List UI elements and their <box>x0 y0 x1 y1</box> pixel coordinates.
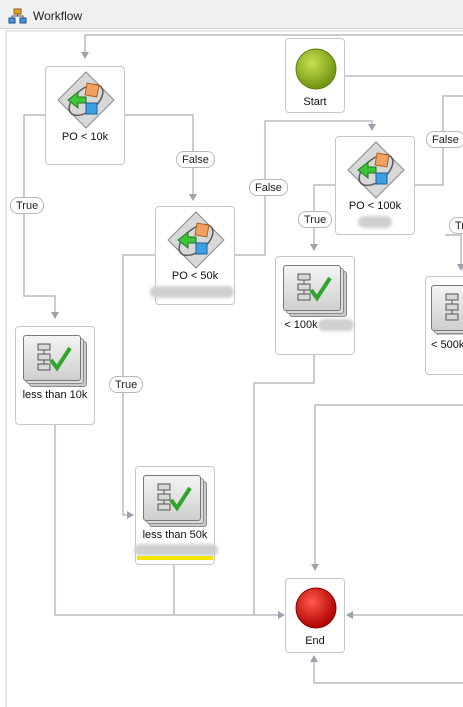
end-label: End <box>305 635 325 647</box>
edge-label-true[interactable]: True <box>109 376 144 393</box>
start-node[interactable]: Start <box>285 38 345 113</box>
decision-po-100k-label: PO < 100k <box>348 200 402 212</box>
activity-less-than-500k[interactable]: < 500k <box>425 276 463 375</box>
activity-less-than-10k-label: less than 10k <box>22 389 88 401</box>
selection-highlight <box>137 556 213 560</box>
end-icon <box>295 587 337 629</box>
canvas-border-left <box>5 30 7 707</box>
decision-po-10k[interactable]: PO < 10k <box>45 66 125 165</box>
window-title: Workflow <box>33 9 83 23</box>
activity-icon <box>431 285 463 335</box>
activity-less-than-100k-label: < 100k <box>284 319 318 331</box>
redacted-text <box>134 544 218 556</box>
activity-icon <box>143 475 207 527</box>
decision-icon <box>347 141 405 199</box>
edge-label-false[interactable]: False <box>176 151 215 168</box>
activity-less-than-50k[interactable]: less than 50k <box>134 466 218 565</box>
activity-icon <box>283 265 347 317</box>
redacted-text <box>318 319 354 331</box>
activity-less-than-50k-label: less than 50k <box>142 529 208 541</box>
end-node[interactable]: End <box>285 578 345 653</box>
decision-po-100k[interactable]: PO < 100k <box>335 136 415 235</box>
start-label: Start <box>303 96 327 108</box>
decision-po-10k-label: PO < 10k <box>61 131 109 143</box>
edge-label-false[interactable]: False <box>249 179 288 196</box>
edge-label-true[interactable]: True <box>10 197 45 214</box>
redacted-text <box>358 216 392 228</box>
canvas-border-top <box>5 30 463 32</box>
decision-po-50k[interactable]: PO < 50k <box>150 206 235 305</box>
decision-po-50k-label: PO < 50k <box>171 270 219 282</box>
activity-less-than-500k-label: < 500k <box>431 339 463 351</box>
activity-icon <box>23 335 87 387</box>
workflow-icon <box>8 8 27 24</box>
decision-icon <box>57 71 115 129</box>
redacted-text <box>150 286 234 298</box>
edge-label-true[interactable]: True <box>298 211 333 228</box>
edge-label-true[interactable]: Tr <box>449 217 463 234</box>
start-icon <box>295 48 337 90</box>
activity-less-than-10k[interactable]: less than 10k <box>15 326 95 425</box>
decision-icon <box>167 211 225 269</box>
workflow-header: Workflow <box>0 0 463 29</box>
activity-less-than-100k[interactable]: < 100k <box>275 256 355 355</box>
edge-label-false[interactable]: False <box>426 131 463 148</box>
